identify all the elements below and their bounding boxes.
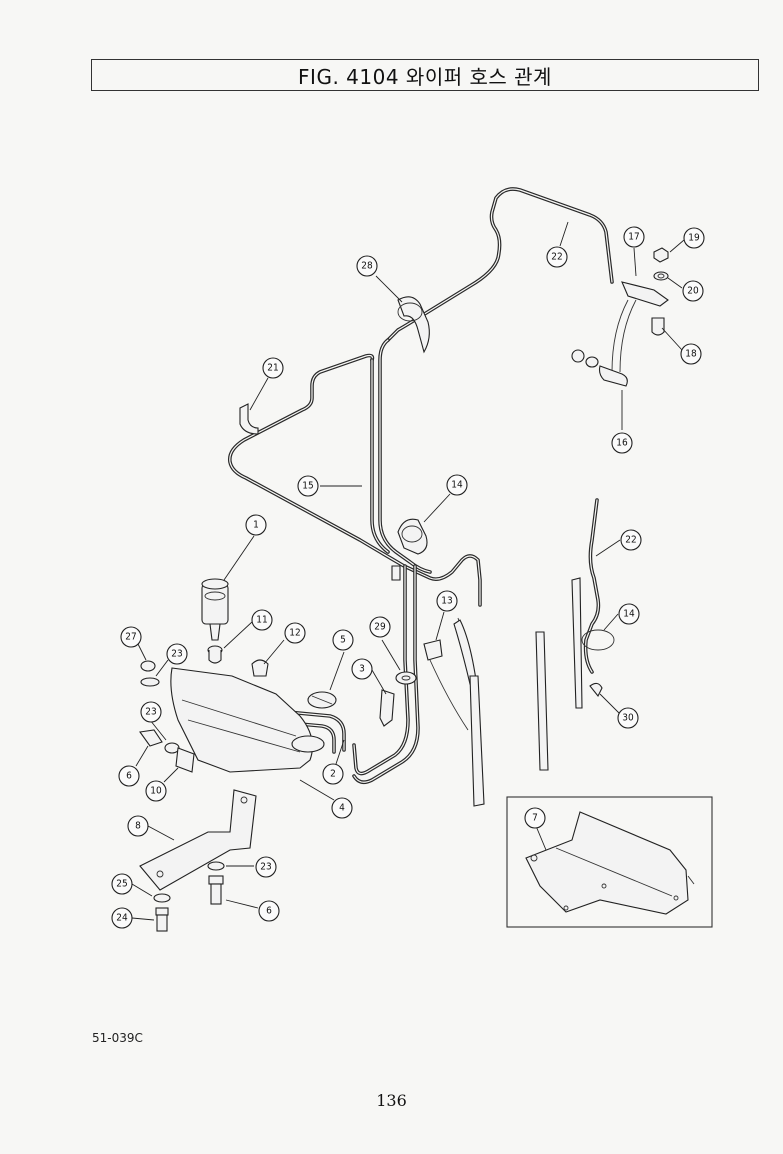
callout-18: 18: [680, 343, 702, 365]
callout-3: 3: [351, 658, 373, 680]
callout-19: 19: [683, 227, 705, 249]
svg-text:12: 12: [289, 628, 300, 639]
nozzle-16: [571, 349, 628, 387]
callout-14-center: 14: [446, 474, 468, 496]
callout-25: 25: [111, 873, 133, 895]
callout-7: 7: [524, 807, 546, 829]
svg-text:4: 4: [339, 803, 345, 814]
svg-text:3: 3: [359, 664, 365, 675]
callout-23-c: 23: [255, 856, 277, 878]
inset-cover-7: [506, 796, 713, 928]
hose-vertical-down: [352, 564, 420, 785]
svg-text:23: 23: [260, 862, 271, 873]
joint-3: [379, 689, 395, 727]
svg-text:5: 5: [340, 635, 346, 646]
callout-17: 17: [623, 226, 645, 248]
wiper-right: [535, 577, 615, 771]
wiper-arm: [423, 617, 485, 807]
figure-title: FIG. 4104 와이퍼 호스 관계: [91, 59, 759, 91]
clip-28: [397, 296, 430, 354]
svg-text:23: 23: [145, 707, 156, 718]
callout-5: 5: [332, 629, 354, 651]
svg-text:17: 17: [628, 232, 639, 243]
valve-5: [307, 691, 337, 709]
svg-text:6: 6: [266, 906, 272, 917]
callout-22-lower: 22: [620, 529, 642, 551]
nut-27: [140, 660, 160, 687]
callout-21: 21: [262, 357, 284, 379]
page-number: 136: [376, 1091, 407, 1110]
bracket-8: [139, 789, 257, 891]
svg-text:25: 25: [116, 879, 127, 890]
grommet-29: [395, 671, 417, 685]
svg-text:8: 8: [135, 821, 141, 832]
svg-text:2: 2: [330, 769, 336, 780]
callout-1: 1: [245, 514, 267, 536]
callout-16: 16: [611, 432, 633, 454]
tank-4: [170, 667, 325, 773]
svg-text:23: 23: [171, 649, 182, 660]
svg-text:18: 18: [685, 349, 697, 360]
pump-1: [201, 578, 229, 641]
callout-6-left: 6: [118, 765, 140, 787]
svg-text:28: 28: [361, 261, 373, 272]
callout-20: 20: [682, 280, 704, 302]
clip-14: [391, 518, 428, 581]
svg-text:16: 16: [616, 438, 628, 449]
callout-6-lower: 6: [258, 900, 280, 922]
callout-13: 13: [436, 590, 458, 612]
bracket-21: [239, 403, 259, 435]
bolt-6-lower: [207, 861, 225, 905]
callout-10: 10: [145, 780, 167, 802]
callout-23-b: 23: [140, 701, 162, 723]
bolt-6-left: [139, 729, 195, 773]
svg-text:24: 24: [116, 913, 128, 924]
callout-2: 2: [322, 763, 344, 785]
svg-text:22: 22: [625, 535, 636, 546]
callout-12: 12: [284, 622, 306, 644]
callout-8: 8: [127, 815, 149, 837]
hose-15-main: [227, 338, 482, 607]
svg-text:7: 7: [532, 813, 538, 824]
svg-text:6: 6: [126, 771, 132, 782]
callout-15: 15: [297, 475, 319, 497]
svg-text:14: 14: [451, 480, 463, 491]
grommet-11: [207, 645, 223, 664]
callout-4: 4: [331, 797, 353, 819]
figure-title-text: FIG. 4104 와이퍼 호스 관계: [298, 64, 552, 89]
svg-text:21: 21: [267, 363, 278, 374]
svg-text:13: 13: [441, 596, 452, 607]
svg-text:22: 22: [551, 252, 562, 263]
hose-22-lower: [583, 498, 601, 674]
svg-text:15: 15: [302, 481, 313, 492]
callout-22-upper: 22: [546, 246, 568, 268]
svg-text:11: 11: [256, 615, 267, 626]
callout-30: 30: [617, 707, 639, 729]
svg-text:10: 10: [150, 786, 162, 797]
svg-text:27: 27: [125, 632, 136, 643]
callout-23-a: 23: [166, 643, 188, 665]
svg-text:30: 30: [622, 713, 634, 724]
svg-text:1: 1: [253, 520, 259, 531]
callout-14-right: 14: [618, 603, 640, 625]
svg-text:29: 29: [374, 622, 386, 633]
drawing-code: 51-039C: [92, 1031, 143, 1045]
bolt-24: [153, 893, 171, 932]
leader-lines: [131, 221, 685, 921]
callout-28: 28: [356, 255, 378, 277]
callout-11: 11: [251, 609, 273, 631]
svg-text:20: 20: [687, 286, 699, 297]
svg-text:14: 14: [623, 609, 635, 620]
callout-29: 29: [369, 616, 391, 638]
callout-24: 24: [111, 907, 133, 929]
callout-27: 27: [120, 626, 142, 648]
svg-text:19: 19: [688, 233, 700, 244]
bracket-17: [611, 247, 669, 373]
